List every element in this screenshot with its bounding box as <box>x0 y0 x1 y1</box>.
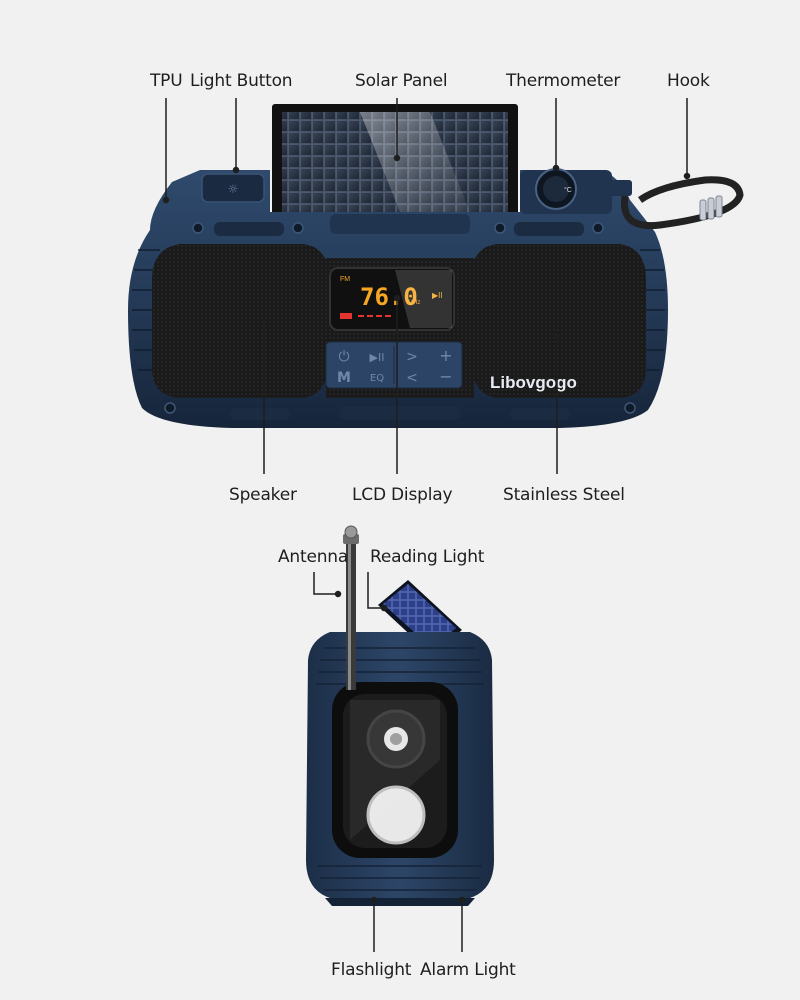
callout-lcd-display: LCD Display <box>352 485 453 505</box>
callout-thermometer: Thermometer <box>506 71 621 91</box>
callout-light-button: Light Button <box>190 71 293 91</box>
callout-solar-panel: Solar Panel <box>355 71 448 91</box>
volume-up-button: + <box>439 346 452 365</box>
svg-text:☼: ☼ <box>228 182 239 196</box>
control-panel: ⏻ ▶II > + M EQ < − <box>325 341 463 389</box>
callout-antenna: Antenna <box>278 547 349 567</box>
antenna <box>343 525 359 690</box>
solar-panel <box>272 104 518 218</box>
volume-down-button: − <box>439 367 452 386</box>
leader-lines <box>162 98 691 952</box>
callout-alarm-light: Alarm Light <box>420 960 516 980</box>
eq-button: EQ <box>370 373 384 384</box>
side-body <box>306 632 494 906</box>
hook <box>606 176 744 230</box>
next-button: > <box>406 349 418 365</box>
callout-flashlight: Flashlight <box>331 960 412 980</box>
prev-button: < <box>406 370 418 386</box>
power-button: ⏻ <box>338 349 349 365</box>
thermometer: °C <box>520 168 612 214</box>
callout-reading-light: Reading Light <box>370 547 485 567</box>
lcd-frequency: 76.0 <box>360 283 418 311</box>
mode-button: M <box>337 370 351 386</box>
callout-speaker: Speaker <box>229 485 297 505</box>
light-button: ☼ <box>201 173 265 203</box>
brand-logo: Libovgogo <box>490 373 577 392</box>
speaker-grille-right <box>474 244 646 398</box>
thermometer-unit: °C <box>564 186 572 194</box>
callout-stainless-steel: Stainless Steel <box>503 485 625 505</box>
lcd-band: FM <box>340 276 350 283</box>
callout-tpu: TPU <box>150 71 183 91</box>
play-pause-button: ▶II <box>370 351 385 364</box>
callout-hook: Hook <box>667 71 710 91</box>
lcd-unit: MHz <box>408 300 420 306</box>
speaker-grille-left <box>152 244 326 398</box>
lcd-display: FM 76.0 MHz ▶II <box>329 267 455 331</box>
lcd-play-indicator: ▶II <box>432 291 443 300</box>
